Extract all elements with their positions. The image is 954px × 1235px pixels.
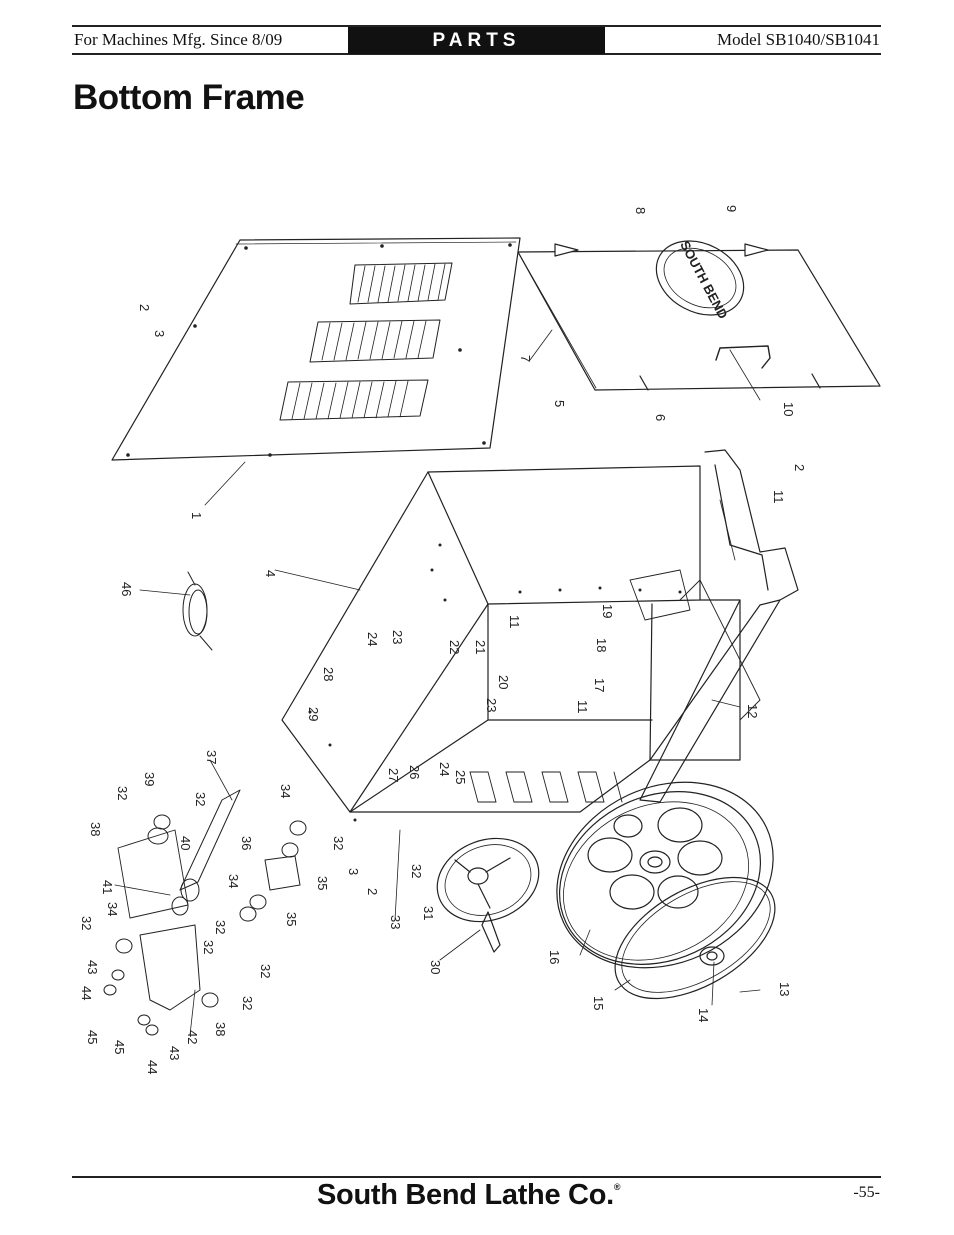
callout-35-b: 35 [284,912,299,926]
callout-43-a: 43 [85,960,100,974]
footer-brand: South Bend Lathe Co.® [317,1179,621,1212]
callout-11-b: 11 [575,700,590,714]
callout-45-b: 45 [112,1040,127,1054]
callout-44-a: 44 [79,986,94,1000]
callout-13: 13 [777,982,792,996]
callout-42: 42 [185,1030,200,1044]
callout-39: 39 [142,772,157,786]
small-pulley [699,946,725,966]
callout-28: 28 [321,667,336,681]
callout-23-mid: 23 [484,698,499,712]
callout-38-b: 38 [213,1022,228,1036]
callout-32-e: 32 [213,920,228,934]
footer-brand-name: South Bend Lathe Co. [317,1179,614,1211]
leader-lines [114,329,761,1036]
frame-rail [639,449,799,803]
callout-3: 3 [152,330,167,337]
callout-27: 27 [386,768,401,782]
callout-34-c: 34 [105,902,120,916]
callout-4: 4 [263,570,278,577]
callout-44-b: 44 [145,1060,160,1074]
door-panel [517,240,881,391]
callout-33: 33 [388,915,403,929]
header-bottom-rule [72,53,881,55]
cabinet [281,465,761,822]
callout-10: 10 [781,402,796,416]
callout-32-a: 32 [115,786,130,800]
header-model: Model SB1040/SB1041 [717,30,880,49]
callout-30: 30 [428,960,443,974]
callout-24-top: 24 [365,632,380,646]
page-title: Bottom Frame [73,78,305,117]
callout-8: 8 [633,207,648,214]
callout-12: 12 [745,704,760,718]
callout-46: 46 [119,582,134,596]
callout-23-top: 23 [390,630,405,644]
callout-26: 26 [407,765,422,779]
callout-32-i: 32 [240,996,255,1010]
header-section-label: PARTS [432,29,521,51]
callout-34-b: 34 [226,874,241,888]
callout-11-right: 11 [771,490,786,504]
callout-9: 9 [724,205,739,212]
callout-32-h: 32 [79,916,94,930]
callout-41: 41 [100,880,115,894]
callout-32-d: 32 [409,864,424,878]
callout-24-bottom: 24 [437,762,452,776]
callout-2: 2 [137,304,152,311]
top-panel-vent-slots [291,263,446,420]
registered-mark: ® [613,1182,621,1192]
callout-25: 25 [453,770,468,784]
callout-20: 20 [496,675,511,689]
callout-38-a: 38 [88,822,103,836]
callout-2-right: 2 [792,464,807,471]
callout-35-a: 35 [315,876,330,890]
callout-36: 36 [239,836,254,850]
callout-3-bottom: 3 [346,868,361,875]
footer-rule [72,1176,881,1178]
top-panel-vents [279,262,453,421]
page-number: -55- [853,1184,880,1201]
callout-21: 21 [473,640,488,654]
callout-32-f: 32 [201,940,216,954]
handwheel [436,837,540,953]
v-belt [614,876,776,1000]
callout-14: 14 [696,1008,711,1022]
top-panel [111,237,521,461]
callout-37: 37 [204,750,219,764]
cabinet-vents [469,771,623,803]
callout-18: 18 [594,638,609,652]
header-section-band: PARTS [348,27,605,54]
header-machine-date: For Machines Mfg. Since 8/09 [74,30,283,49]
callout-1: 1 [189,512,204,519]
callout-29: 29 [306,707,321,721]
callout-2-bottom: 2 [365,888,380,895]
callout-22: 22 [447,640,462,654]
header-top-rule [72,25,881,27]
callout-6: 6 [653,414,668,421]
callout-45-a: 45 [85,1030,100,1044]
callout-32-g: 32 [258,964,273,978]
power-cord [182,571,213,651]
feed-assembly [103,789,307,1036]
callout-31: 31 [421,906,436,920]
callout-5: 5 [552,400,567,407]
callout-16: 16 [547,950,562,964]
callout-32-b: 32 [193,792,208,806]
callout-43-b: 43 [167,1046,182,1060]
callout-15: 15 [591,996,606,1010]
callout-34-a: 34 [278,784,293,798]
callout-numbers: 1 2 3 2 11 4 46 5 6 7 8 9 10 11 11 12 13… [79,205,807,1074]
callout-17: 17 [592,678,607,692]
callout-11-a: 11 [507,615,522,629]
callout-7: 7 [518,355,533,362]
callout-32-c: 32 [331,836,346,850]
callout-19: 19 [600,604,615,618]
callout-40: 40 [178,836,193,850]
large-pulley [556,781,774,969]
